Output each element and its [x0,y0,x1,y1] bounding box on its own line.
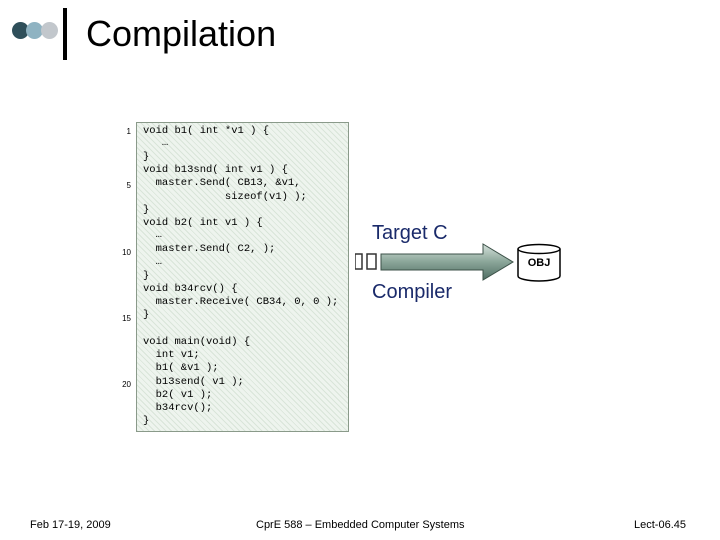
line-number: 15 [122,314,131,323]
obj-label: OBJ [527,257,551,269]
code-line: master.Receive( CB34, 0, 0 ); [143,296,339,308]
code-line: void b1( int *v1 ) { [143,125,270,137]
line-number: 5 [126,181,131,190]
target-c-label: Target C [372,222,448,244]
title-divider [63,8,67,60]
code-line: void main(void) { [143,336,251,348]
code-line: } [143,204,150,216]
code-line: void b13snd( int v1 ) { [143,164,288,176]
code-line: master.Send( C2, ); [143,243,276,255]
dot-gray [41,22,58,39]
code-line: } [143,270,150,282]
footer-date: Feb 17-19, 2009 [30,519,111,531]
dot-dark [12,22,29,39]
footer-page-number: Lect-06.45 [634,519,686,531]
line-number: 20 [122,380,131,389]
code-line: } [143,151,150,163]
code-line: b13send( v1 ); [143,376,244,388]
line-number: 10 [122,248,131,257]
code-line: … [143,137,169,149]
code-line: void b34rcv() { [143,283,238,295]
compiler-label: Compiler [372,281,453,303]
code-line: sizeof(v1) ); [143,191,307,203]
code-line: … [143,256,162,268]
code-line: void b2( int v1 ) { [143,217,263,229]
decorative-dots [12,22,62,42]
slide-title: Compilation [86,13,277,54]
code-line: … [143,229,162,241]
code-line: master.Send( CB13, &v1, [143,177,301,189]
code-line: } [143,309,150,321]
code-panel [136,122,349,432]
obj-database-icon [517,243,561,282]
compile-arrow-icon [355,243,514,281]
code-line: b34rcv(); [143,402,213,414]
code-line: } [143,415,150,427]
code-line: int v1; [143,349,200,361]
code-line: b2( v1 ); [143,389,213,401]
code-line: b1( &v1 ); [143,362,219,374]
footer-course: CprE 588 – Embedded Computer Systems [256,519,465,531]
line-number: 1 [126,127,131,136]
dot-light-blue [26,22,43,39]
